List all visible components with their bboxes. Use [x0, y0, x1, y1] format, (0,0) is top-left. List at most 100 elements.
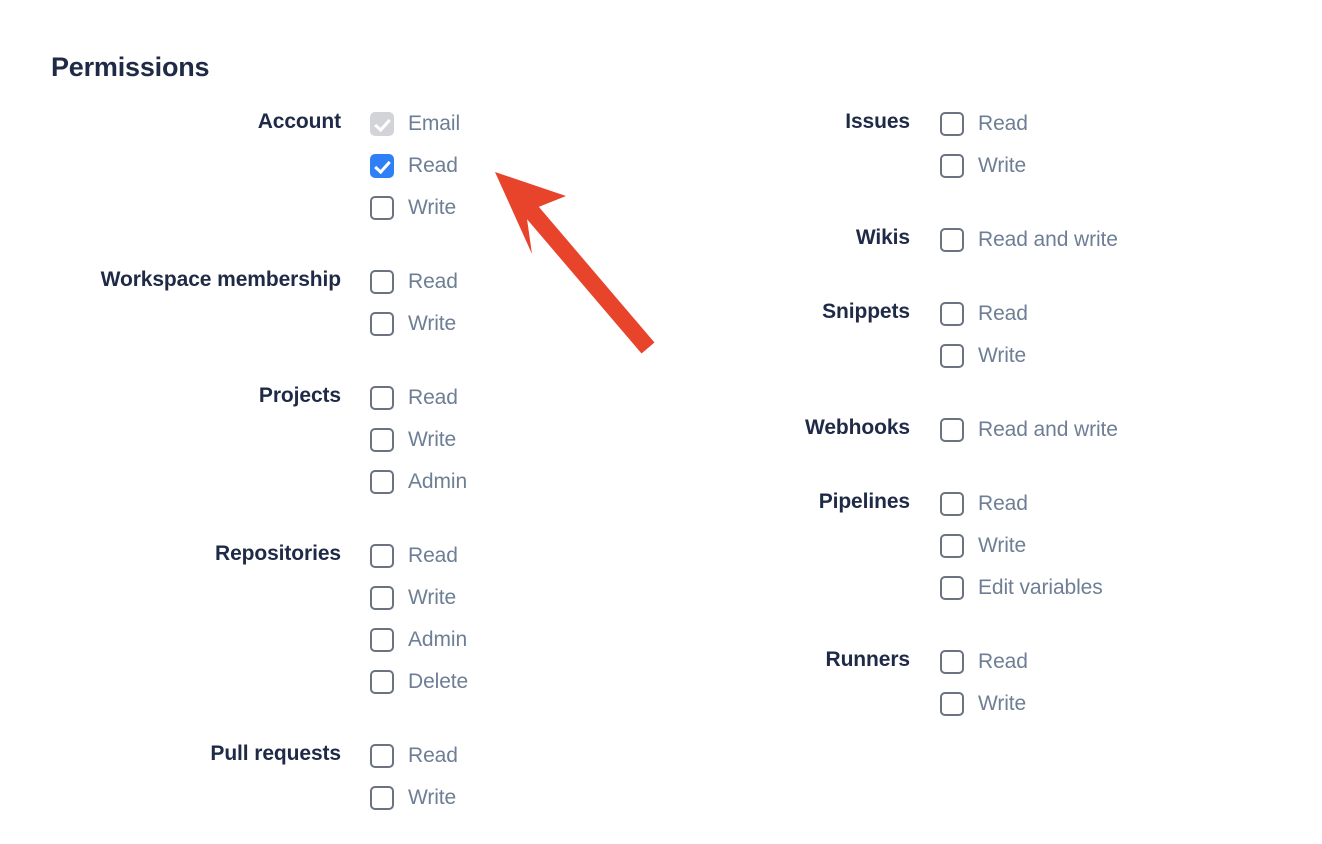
permission-option-label[interactable]: Write: [408, 312, 457, 335]
permission-option[interactable]: Write: [370, 303, 458, 345]
permission-option[interactable]: Write: [940, 335, 1028, 377]
permission-option[interactable]: Write: [370, 577, 468, 619]
permission-option[interactable]: Write: [370, 419, 467, 461]
checkbox-unchecked-icon[interactable]: [940, 228, 964, 252]
permission-option-list: Read and write: [940, 219, 1118, 261]
checkbox-unchecked-icon[interactable]: [940, 576, 964, 600]
permission-option[interactable]: Read and write: [940, 219, 1118, 261]
permission-option[interactable]: Write: [940, 145, 1028, 187]
checkbox-disabled-checked-icon: [370, 112, 394, 136]
permission-group-label: Issues: [845, 110, 910, 133]
checkbox-unchecked-icon[interactable]: [370, 786, 394, 810]
permission-option[interactable]: Read: [370, 261, 458, 303]
permission-option[interactable]: Read: [940, 641, 1028, 683]
permission-option-label[interactable]: Write: [408, 586, 457, 609]
permission-option-label[interactable]: Read: [978, 492, 1028, 515]
checkbox-unchecked-icon[interactable]: [370, 428, 394, 452]
page-title: Permissions: [51, 52, 210, 82]
permission-option[interactable]: Read: [940, 103, 1028, 145]
permission-option-label[interactable]: Edit variables: [978, 576, 1103, 599]
checkbox-unchecked-icon[interactable]: [940, 302, 964, 326]
permission-group-label: Projects: [258, 384, 341, 407]
permission-option[interactable]: Read: [940, 483, 1103, 525]
permission-option[interactable]: Read: [370, 377, 467, 419]
checkbox-unchecked-icon[interactable]: [940, 344, 964, 368]
checkbox-unchecked-icon[interactable]: [940, 692, 964, 716]
permission-option-label[interactable]: Read: [408, 544, 458, 567]
checkbox-unchecked-icon[interactable]: [940, 492, 964, 516]
permission-option-label[interactable]: Email: [408, 112, 461, 135]
permission-option[interactable]: Read: [370, 535, 468, 577]
permission-option[interactable]: Read: [370, 735, 458, 777]
checkbox-unchecked-icon[interactable]: [940, 650, 964, 674]
checkbox-checked-icon[interactable]: [370, 154, 394, 178]
permission-option[interactable]: Write: [940, 525, 1103, 567]
permission-option-label[interactable]: Read: [978, 112, 1028, 135]
checkbox-unchecked-icon[interactable]: [370, 744, 394, 768]
permission-option-label[interactable]: Write: [408, 428, 457, 451]
checkbox-unchecked-icon[interactable]: [370, 628, 394, 652]
permission-option[interactable]: Admin: [370, 461, 467, 503]
checkbox-unchecked-icon[interactable]: [370, 386, 394, 410]
checkbox-unchecked-icon[interactable]: [370, 544, 394, 568]
checkbox-unchecked-icon[interactable]: [370, 586, 394, 610]
permission-option[interactable]: Write: [370, 187, 460, 229]
permission-option-label[interactable]: Read: [408, 270, 458, 293]
checkbox-unchecked-icon[interactable]: [370, 470, 394, 494]
permission-option-label[interactable]: Delete: [408, 670, 469, 693]
permission-option-label[interactable]: Read and write: [978, 418, 1118, 441]
permission-option[interactable]: Admin: [370, 619, 468, 661]
permission-group-label: Pipelines: [818, 490, 910, 513]
checkbox-unchecked-icon[interactable]: [940, 534, 964, 558]
permission-option-label[interactable]: Write: [408, 196, 457, 219]
permission-option[interactable]: Write: [370, 777, 458, 819]
permission-group-label: Snippets: [822, 300, 910, 323]
permission-option[interactable]: Read: [370, 145, 460, 187]
permission-option-label[interactable]: Write: [978, 534, 1027, 557]
permission-option[interactable]: Read: [940, 293, 1028, 335]
checkbox-unchecked-icon[interactable]: [940, 112, 964, 136]
permission-option[interactable]: Email: [370, 103, 460, 145]
permission-option-label[interactable]: Admin: [408, 470, 468, 493]
permission-option[interactable]: Write: [940, 683, 1028, 725]
permission-group-label: Webhooks: [805, 416, 910, 439]
permission-group-label: Account: [257, 110, 341, 133]
permission-option-label[interactable]: Read: [408, 154, 458, 177]
permission-option-label[interactable]: Read and write: [978, 228, 1118, 251]
permission-option-label[interactable]: Write: [978, 154, 1027, 177]
permission-option-label[interactable]: Write: [978, 344, 1027, 367]
checkbox-unchecked-icon[interactable]: [370, 670, 394, 694]
permission-option-label[interactable]: Read: [978, 650, 1028, 673]
checkbox-unchecked-icon[interactable]: [370, 196, 394, 220]
permission-option-label[interactable]: Read: [978, 302, 1028, 325]
permission-option-label[interactable]: Read: [408, 386, 458, 409]
permission-group-label: Workspace membership: [100, 268, 341, 291]
checkbox-unchecked-icon[interactable]: [370, 312, 394, 336]
permission-option[interactable]: Edit variables: [940, 567, 1103, 609]
permission-option-label[interactable]: Admin: [408, 628, 468, 651]
checkbox-unchecked-icon[interactable]: [940, 418, 964, 442]
checkbox-unchecked-icon[interactable]: [370, 270, 394, 294]
permission-group-label: Runners: [825, 648, 911, 671]
permission-option-label[interactable]: Write: [978, 692, 1027, 715]
permission-option-label[interactable]: Read: [408, 744, 458, 767]
permission-option-label[interactable]: Write: [408, 786, 457, 809]
checkbox-unchecked-icon[interactable]: [940, 154, 964, 178]
permission-option[interactable]: Delete: [370, 661, 468, 703]
permission-option[interactable]: Read and write: [940, 409, 1118, 451]
